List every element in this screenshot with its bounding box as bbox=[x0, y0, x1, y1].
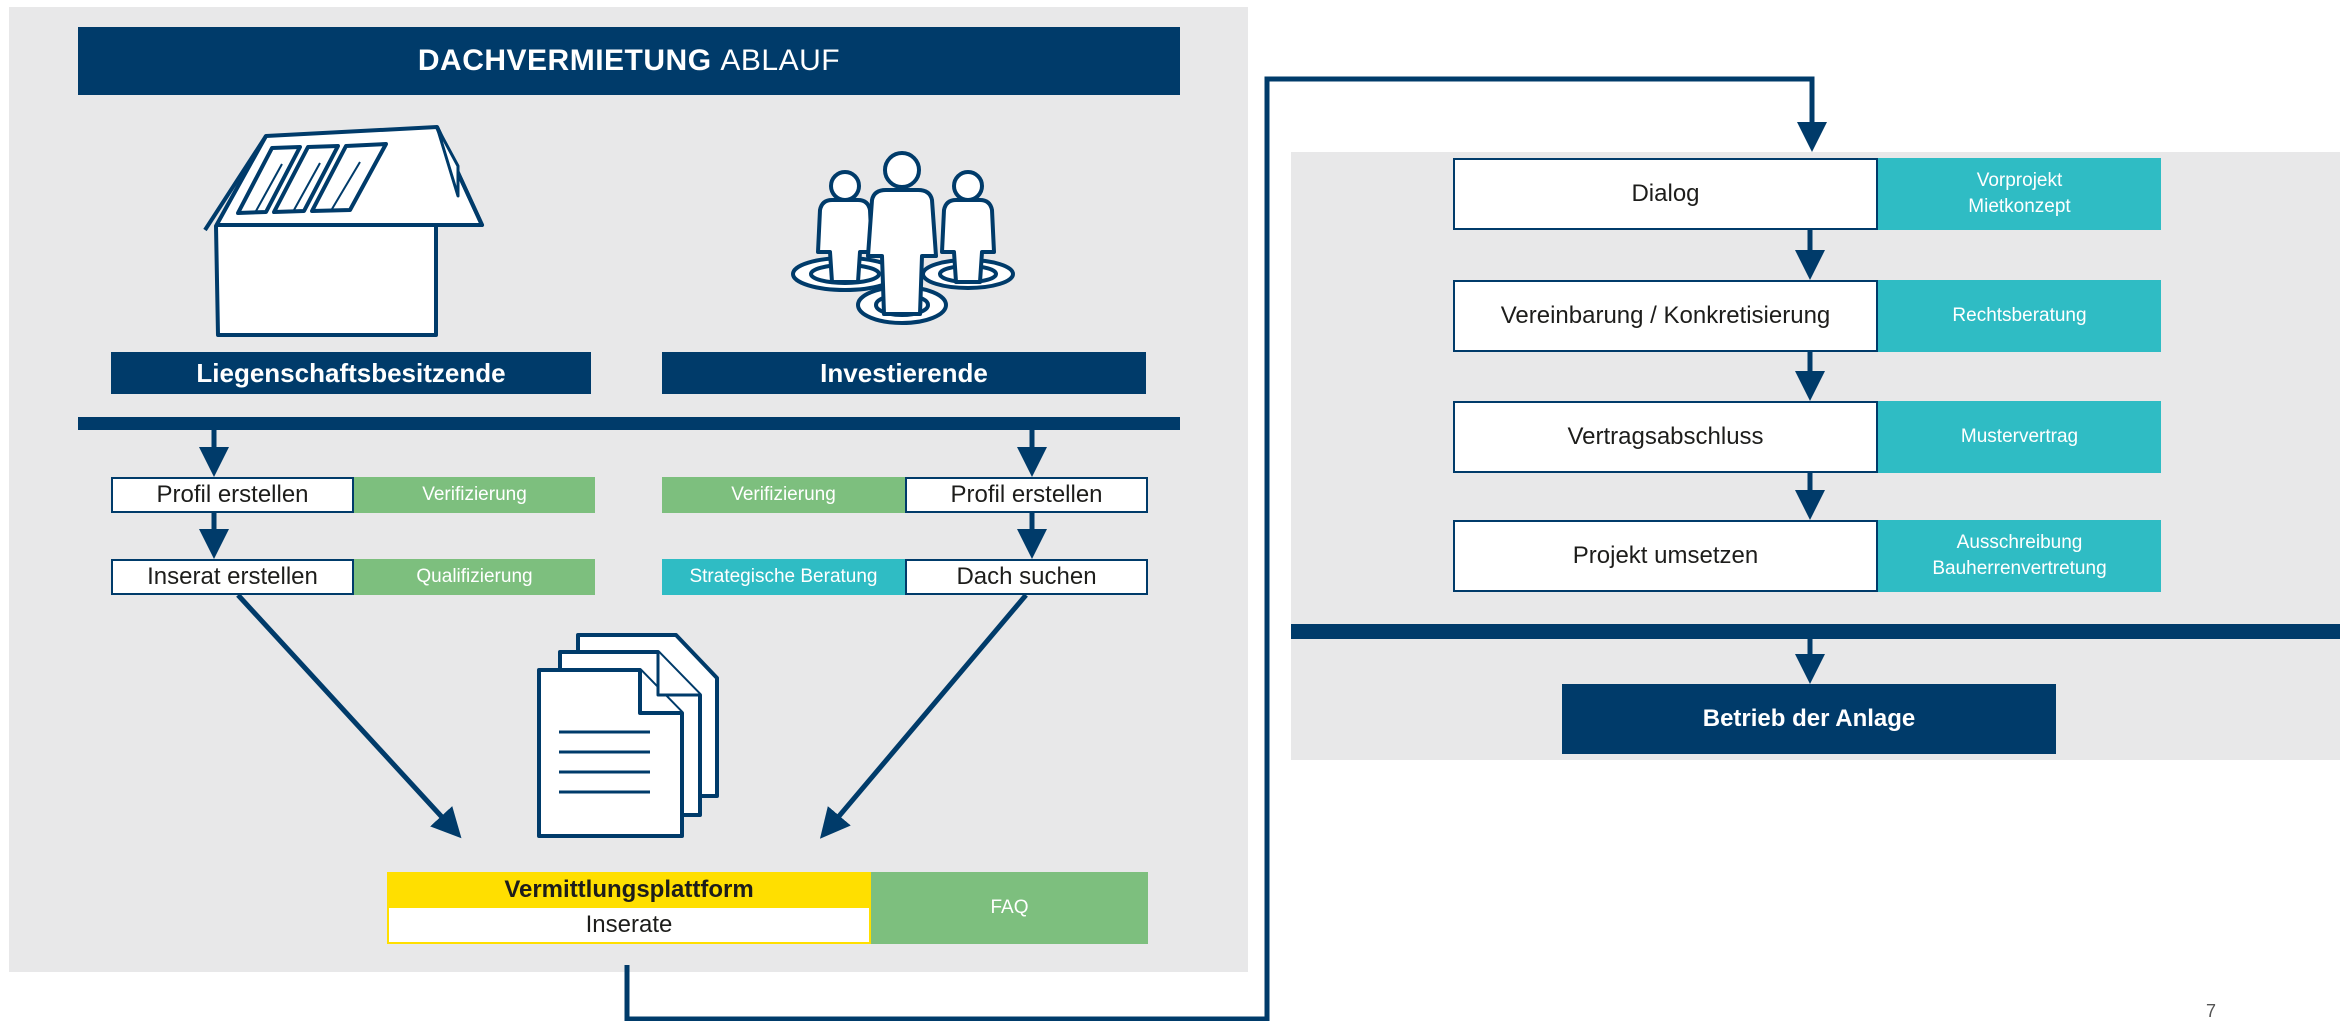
right-tag-preproject: Vorprojekt Mietkonzept bbox=[1878, 158, 2161, 230]
owner-label: Liegenschaftsbesitzende bbox=[111, 352, 591, 394]
documents-icon bbox=[537, 633, 719, 838]
investor-step-profile: Profil erstellen bbox=[905, 477, 1148, 513]
right-tag-tender: Ausschreibung Bauherrenvertretung bbox=[1878, 520, 2161, 592]
right-tag-template: Mustervertrag bbox=[1878, 401, 2161, 473]
title-rest: ABLAUF bbox=[720, 44, 841, 77]
investor-label: Investierende bbox=[662, 352, 1146, 394]
connector-to-dialog bbox=[624, 76, 1827, 1021]
right-tag-preproject-line2: Mietkonzept bbox=[1968, 196, 2071, 217]
owner-tag-verification: Verifizierung bbox=[354, 477, 595, 513]
right-tag-legal: Rechtsberatung bbox=[1878, 280, 2161, 352]
right-step-dialog: Dialog bbox=[1453, 158, 1878, 230]
arrow-investor-to-platform bbox=[819, 593, 1028, 839]
investor-tag-strategy: Strategische Beratung bbox=[662, 559, 905, 595]
left-divider bbox=[78, 417, 1180, 430]
arrow-owner-to-platform bbox=[236, 593, 462, 839]
title-bold: DACHVERMIETUNG bbox=[417, 44, 712, 77]
platform-title: Vermittlungsplattform bbox=[387, 872, 871, 908]
owner-step-listing: Inserat erstellen bbox=[111, 559, 354, 595]
right-tag-tender-line2: Bauherrenvertretung bbox=[1932, 558, 2107, 579]
platform-sub: Inserate bbox=[387, 908, 871, 944]
owner-step-profile: Profil erstellen bbox=[111, 477, 354, 513]
right-tag-tender-line1: Ausschreibung bbox=[1956, 532, 2083, 553]
right-step-agreement: Vereinbarung / Konkretisierung bbox=[1453, 280, 1878, 352]
page-number: 7 bbox=[2206, 1001, 2217, 1021]
investor-step-search: Dach suchen bbox=[905, 559, 1148, 595]
final-box: Betrieb der Anlage bbox=[1562, 684, 2056, 754]
right-step-contract: Vertragsabschluss bbox=[1453, 401, 1878, 473]
right-step-implement: Projekt umsetzen bbox=[1453, 520, 1878, 592]
people-icon bbox=[791, 151, 1015, 325]
title-bar: DACHVERMIETUNG ABLAUF bbox=[78, 27, 1180, 95]
right-tag-preproject-line1: Vorprojekt bbox=[1976, 170, 2063, 191]
owner-tag-qualification: Qualifizierung bbox=[354, 559, 595, 595]
right-divider bbox=[1291, 624, 2340, 639]
house-icon bbox=[203, 125, 484, 337]
investor-tag-verification: Verifizierung bbox=[662, 477, 905, 513]
faq-box: FAQ bbox=[871, 872, 1148, 944]
